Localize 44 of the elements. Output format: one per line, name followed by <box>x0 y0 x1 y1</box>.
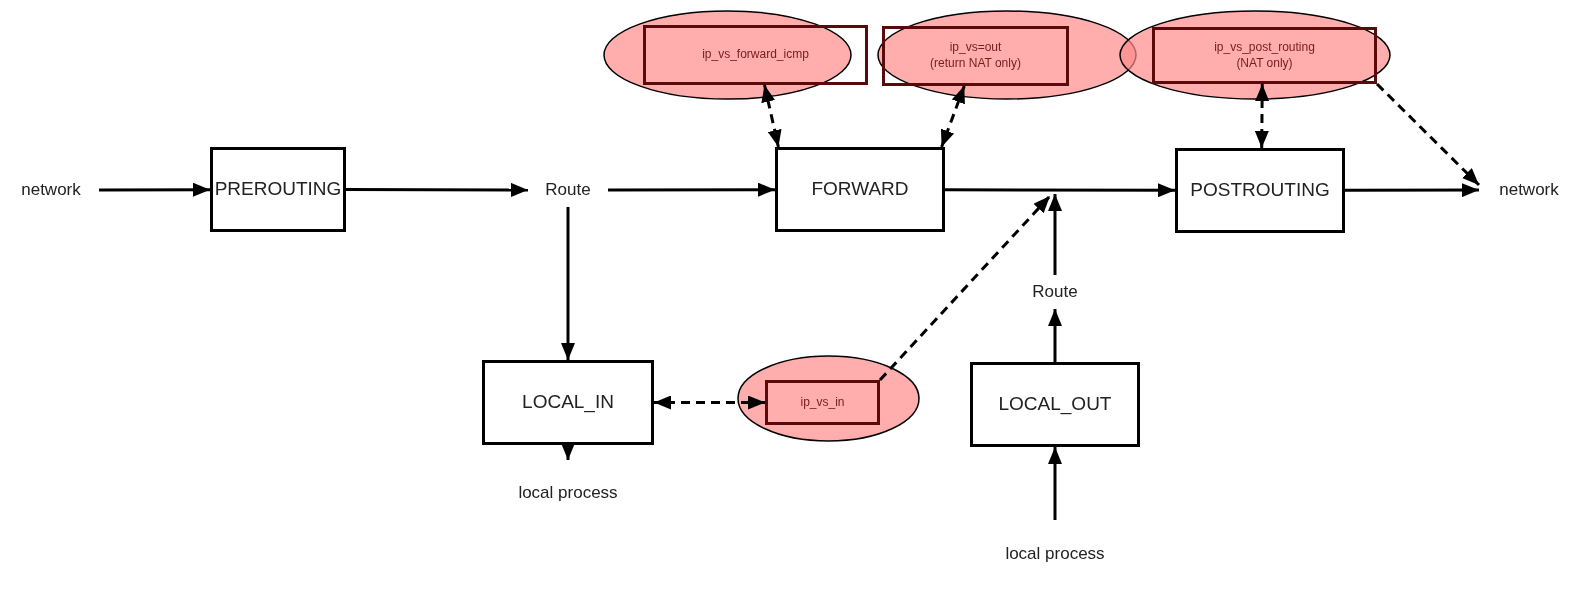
arrow <box>1254 84 1270 148</box>
hook-label: ip_vs_in <box>800 394 845 411</box>
hook-box <box>1152 27 1377 84</box>
arrow <box>761 84 782 148</box>
arrow <box>654 395 765 410</box>
node-label: network <box>1484 178 1574 202</box>
arrow <box>346 182 528 197</box>
hook-box <box>765 380 880 425</box>
arrow <box>561 207 575 360</box>
hook-label: ip_vs_post_routing <box>1214 39 1315 56</box>
node-label: local process <box>518 465 618 521</box>
hook-point-box <box>775 147 945 232</box>
hook-label: ip_vs=out <box>949 40 1002 56</box>
hook-box <box>882 26 1069 86</box>
hook-point-box <box>1175 148 1345 233</box>
hook-point-box <box>970 362 1140 447</box>
hook-box <box>643 25 868 85</box>
hook-point-box <box>210 147 346 232</box>
box-label: LOCAL_IN <box>522 390 614 415</box>
arrow <box>940 85 966 148</box>
node-label: network <box>8 178 94 202</box>
box-label: POSTROUTING <box>1190 178 1330 203</box>
box-label: LOCAL_OUT <box>998 392 1112 417</box>
highlight-ellipse <box>737 355 920 442</box>
node-label: local process <box>1005 525 1105 583</box>
arrow <box>1048 447 1062 520</box>
arrow <box>608 182 775 197</box>
node-label: Route <box>1020 280 1090 304</box>
node-label: Route <box>533 178 603 202</box>
box-label: PREROUTING <box>214 177 342 202</box>
hook-point-box <box>482 360 654 445</box>
hook-label: (NAT only) <box>1236 55 1293 72</box>
arrow <box>1375 82 1481 187</box>
arrow <box>1345 183 1479 198</box>
arrow <box>561 443 575 460</box>
arrow <box>945 183 1175 198</box>
arrow <box>1048 309 1062 362</box>
hook-label: (return NAT only) <box>930 56 1021 72</box>
arrow <box>1048 194 1062 275</box>
arrow <box>878 195 1052 381</box>
arrow <box>99 182 210 197</box>
highlight-ellipse <box>1119 10 1391 100</box>
box-label: FORWARD <box>811 177 909 202</box>
hook-label: ip_vs_forward_icmp <box>702 47 809 63</box>
